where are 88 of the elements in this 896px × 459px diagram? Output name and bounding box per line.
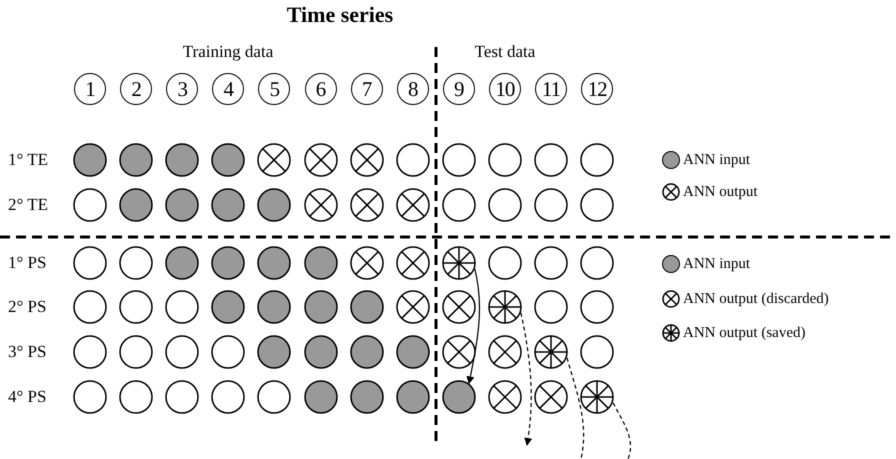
crossed-circle xyxy=(350,188,384,222)
crossed-circle xyxy=(304,143,338,177)
empty-circle xyxy=(211,335,246,369)
filled-circle xyxy=(396,380,430,414)
crossed-circle xyxy=(350,143,384,177)
filled-circle xyxy=(211,143,246,177)
asterisk-circle xyxy=(580,380,614,414)
filled-circle xyxy=(257,188,292,222)
legend-label: ANN input xyxy=(683,152,750,168)
asterisk-circle xyxy=(488,290,522,324)
empty-circle xyxy=(580,246,614,280)
crossed-circle xyxy=(257,143,292,177)
filled-circle xyxy=(350,335,384,369)
filled-circle xyxy=(165,188,200,222)
row-label: 2° PS xyxy=(8,298,46,315)
filled-circle xyxy=(119,188,154,222)
crossed-circle xyxy=(488,380,522,414)
section-label: Test data xyxy=(474,43,536,60)
row-label: 2° TE xyxy=(8,196,48,213)
crossed-circle xyxy=(534,380,568,414)
arrow xyxy=(466,268,480,384)
empty-circle xyxy=(580,143,614,177)
crossed-circle xyxy=(396,188,430,222)
empty-circle xyxy=(165,335,200,369)
filled-circle xyxy=(211,246,246,280)
title: Time series xyxy=(286,1,394,28)
filled-circle xyxy=(165,246,200,280)
empty-circle xyxy=(396,143,430,177)
empty-circle xyxy=(580,188,614,222)
filled-circle xyxy=(396,335,430,369)
empty-circle xyxy=(73,246,107,280)
legend-label: ANN output (discarded) xyxy=(683,292,829,306)
filled-circle xyxy=(350,290,384,324)
empty-circle xyxy=(119,335,154,369)
section-label: Training data xyxy=(182,43,274,60)
empty-circle xyxy=(488,188,522,222)
empty-circle xyxy=(534,290,568,324)
arrow xyxy=(520,312,532,446)
empty-circle xyxy=(488,143,522,177)
empty-circle xyxy=(119,380,154,414)
empty-circle xyxy=(442,143,476,177)
legend-label: ANN input xyxy=(683,256,750,272)
empty-circle xyxy=(165,290,200,324)
empty-circle xyxy=(73,380,107,414)
empty-circle xyxy=(442,188,476,222)
empty-circle xyxy=(534,246,568,280)
crossed-circle xyxy=(396,290,430,324)
crossed-circle xyxy=(350,246,384,280)
empty-circle xyxy=(73,335,107,369)
empty-circle xyxy=(580,335,614,369)
filled-circle xyxy=(304,335,338,369)
empty-circle xyxy=(211,380,246,414)
filled-circle xyxy=(73,143,107,177)
crossed-circle xyxy=(442,335,476,369)
empty-circle xyxy=(73,188,107,222)
empty-circle xyxy=(534,188,568,222)
crossed-circle xyxy=(442,290,476,324)
filled-circle xyxy=(350,380,384,414)
filled-circle xyxy=(211,188,246,222)
crossed-circle xyxy=(488,335,522,369)
filled-circle xyxy=(304,380,338,414)
row-label: 1° PS xyxy=(8,254,46,271)
empty-circle xyxy=(73,290,107,324)
legend-label: ANN output xyxy=(683,184,758,200)
empty-circle xyxy=(580,290,614,324)
asterisk-circle xyxy=(534,335,568,369)
empty-circle xyxy=(488,246,522,280)
empty-circle xyxy=(257,380,292,414)
empty-circle xyxy=(534,143,568,177)
row-label: 3° PS xyxy=(8,343,46,360)
row-label: 4° PS xyxy=(8,388,46,405)
filled-circle xyxy=(211,290,246,324)
filled-circle xyxy=(119,143,154,177)
filled-circle xyxy=(257,246,292,280)
filled-circle xyxy=(304,246,338,280)
filled-circle xyxy=(442,380,476,414)
empty-circle xyxy=(165,380,200,414)
asterisk-circle xyxy=(442,246,476,280)
filled-circle xyxy=(165,143,200,177)
crossed-circle xyxy=(396,246,430,280)
empty-circle xyxy=(119,246,154,280)
filled-circle xyxy=(257,290,292,324)
crossed-circle xyxy=(304,188,338,222)
empty-circle xyxy=(119,290,154,324)
filled-circle xyxy=(257,335,292,369)
filled-circle xyxy=(304,290,338,324)
row-label: 1° TE xyxy=(8,151,48,168)
legend-label: ANN output (saved) xyxy=(683,326,806,340)
